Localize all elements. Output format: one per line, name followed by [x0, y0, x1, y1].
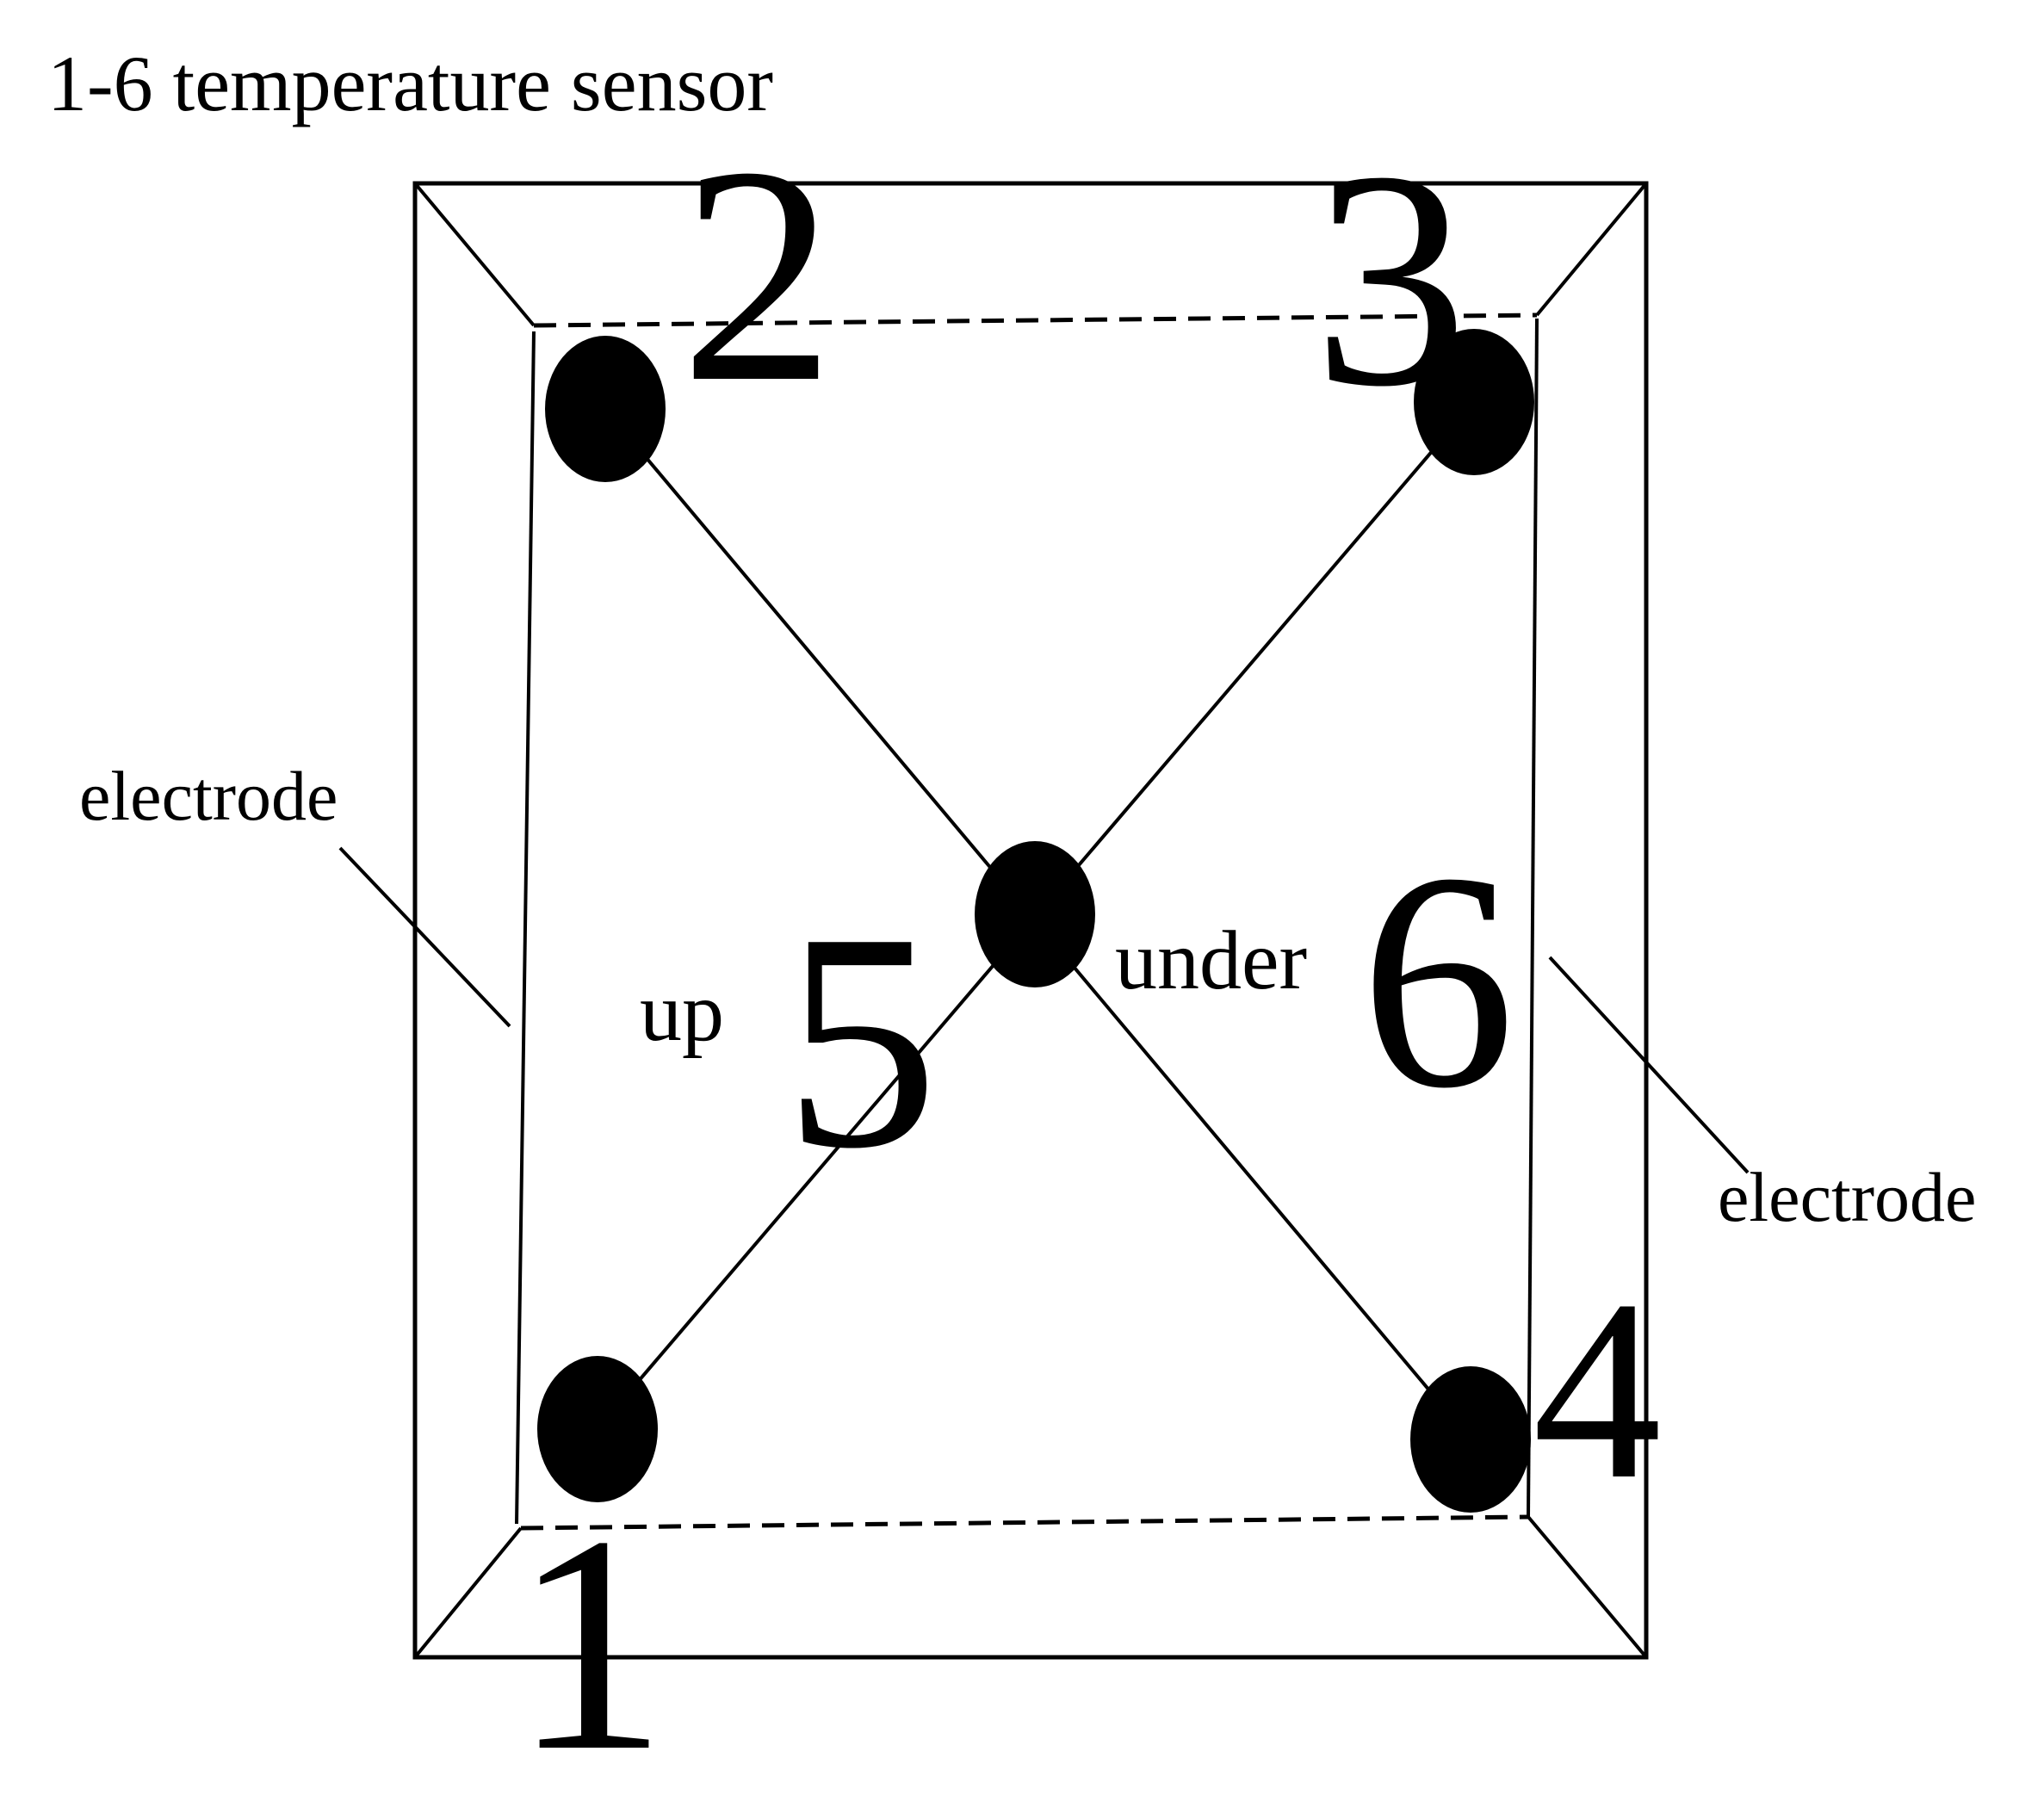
sensor-dot-4	[1410, 1366, 1531, 1513]
sensor-dot-2	[545, 336, 666, 482]
outer-box	[412, 181, 1649, 1660]
diagram-caption: 1-6 temperature sensor	[47, 40, 773, 127]
sensor-dot-center	[975, 841, 1095, 987]
inner-bottom-edge	[520, 1514, 1529, 1531]
sensor-number-6: 6	[1360, 808, 1515, 1152]
sensor-number-2: 2	[680, 102, 835, 446]
corner-connector-top-right	[1535, 182, 1648, 317]
sensor-number-5: 5	[784, 869, 938, 1212]
right-electrode-leader	[1548, 956, 1750, 1174]
sensor-number-4: 4	[1533, 1247, 1662, 1532]
sensor-number-1: 1	[512, 1471, 667, 1795]
left-electrode-leader	[338, 846, 511, 1028]
sensor-dot-1	[537, 1356, 658, 1502]
sensor-number-3: 3	[1313, 107, 1468, 450]
corner-connector-top-left	[413, 182, 536, 327]
sensor-dot-3	[1414, 329, 1534, 475]
inner-right-edge	[1527, 318, 1539, 1518]
inner-top-edge	[533, 313, 1538, 328]
inner-left-edge	[515, 331, 536, 1525]
corner-connector-bottom-left	[413, 1526, 523, 1659]
up-label: up	[640, 966, 724, 1059]
right-electrode-label: electrode	[1718, 1158, 1976, 1236]
left-electrode-label: electrode	[79, 757, 338, 835]
under-label: under	[1115, 914, 1307, 1007]
corner-connector-bottom-right	[1527, 1515, 1648, 1659]
